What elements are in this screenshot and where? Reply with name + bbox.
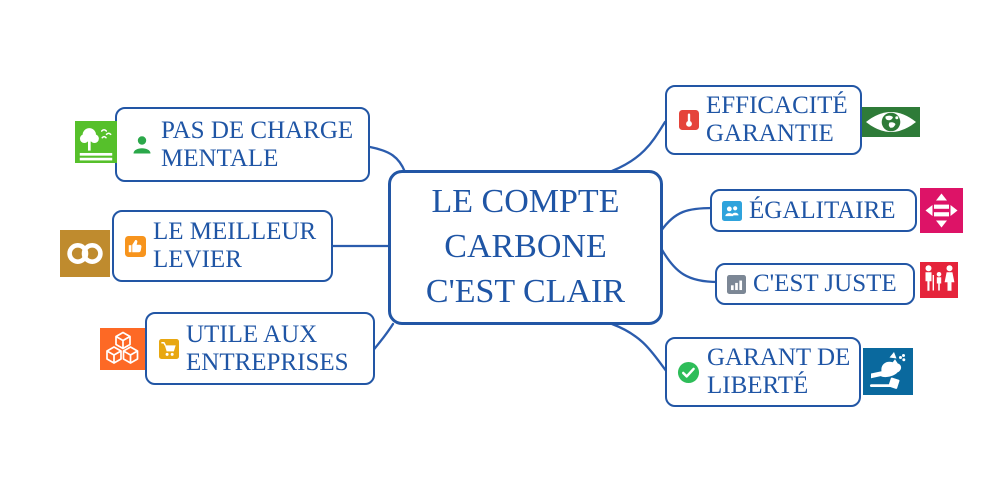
shopping-cart-icon (159, 338, 179, 359)
thumbs-up-icon (125, 235, 146, 257)
node-label: LE MEILLEUR LEVIER (153, 218, 317, 273)
person-icon (130, 133, 154, 157)
central-node[interactable]: LE COMPTE CARBONE C'EST CLAIR (388, 170, 663, 325)
node-cest-juste[interactable]: C'EST JUSTE (715, 263, 915, 305)
central-node-label: LE COMPTE CARBONE C'EST CLAIR (425, 183, 626, 310)
node-pas-de-charge-mentale[interactable]: PAS DE CHARGE MENTALE (115, 107, 370, 182)
node-le-meilleur-levier[interactable]: LE MEILLEUR LEVIER (112, 210, 333, 282)
node-label: EFFICACITÉ GARANTIE (706, 92, 848, 147)
node-garant-de-liberte[interactable]: GARANT DE LIBERTÉ (665, 337, 861, 407)
dove-justice-icon (863, 348, 913, 395)
infinity-icon (60, 230, 110, 277)
check-icon (677, 361, 700, 384)
forest-icon (75, 120, 117, 164)
thermometer-icon (679, 110, 699, 130)
node-label: ÉGALITAIRE (749, 196, 896, 224)
cubes-icon (100, 328, 145, 370)
connector-egalitaire (659, 206, 715, 233)
connector-efficacite (610, 120, 667, 173)
node-efficacite-garantie[interactable]: EFFICACITÉ GARANTIE (665, 85, 862, 155)
bar-chart-icon (727, 274, 746, 294)
connector-cest-juste (659, 246, 720, 284)
eye-globe-icon (862, 107, 920, 137)
node-label: PAS DE CHARGE MENTALE (161, 116, 354, 172)
people-icon (722, 200, 742, 221)
family-icon (920, 262, 958, 298)
connector-utile-entreprises (370, 322, 395, 354)
node-label: C'EST JUSTE (753, 270, 897, 297)
equality-arrows-icon (920, 188, 963, 233)
node-label: UTILE AUX ENTREPRISES (186, 320, 349, 376)
node-utile-aux-entreprises[interactable]: UTILE AUX ENTREPRISES (145, 312, 375, 385)
connector-pas-de-charge (368, 145, 407, 174)
node-label: GARANT DE LIBERTÉ (707, 344, 851, 399)
node-egalitaire[interactable]: ÉGALITAIRE (710, 189, 917, 232)
connector-garant-liberte (610, 322, 669, 374)
